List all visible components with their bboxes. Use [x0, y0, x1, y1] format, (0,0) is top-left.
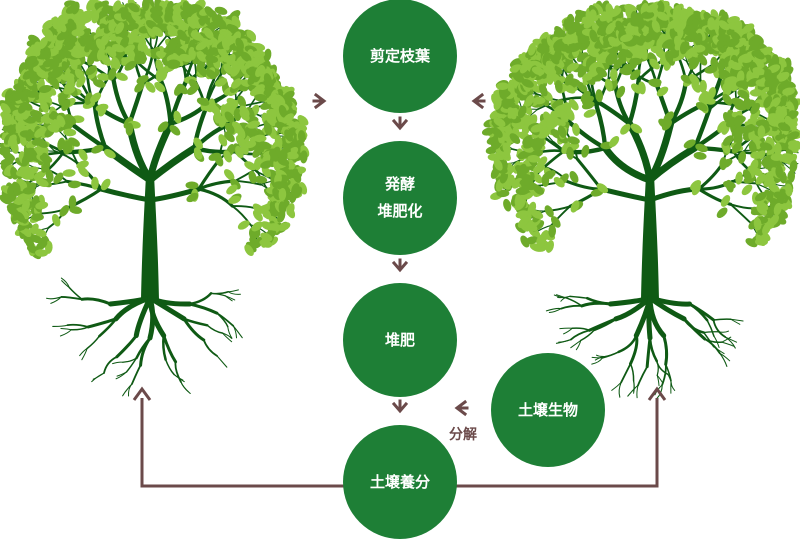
node-soil-nutrients-label: 土壌養分 — [370, 473, 430, 491]
node-fermentation-label-2: 堆肥化 — [377, 202, 422, 220]
left-return-line — [140, 398, 345, 488]
node-compost-label: 堆肥 — [385, 331, 415, 349]
arrow-down-icon — [391, 116, 409, 131]
left-tree-icon — [0, 0, 310, 397]
arrow-right-icon — [312, 92, 327, 110]
node-pruning-label: 剪定枝葉 — [370, 47, 431, 65]
node-compost: 堆肥 — [343, 283, 457, 397]
node-soil-organisms: 土壌生物 — [491, 353, 605, 467]
decomposition-label: 分解 — [449, 426, 477, 443]
node-pruning: 剪定枝葉 — [343, 0, 457, 113]
node-fermentation: 発酵 堆肥化 — [343, 141, 457, 255]
left-return-arrowhead — [132, 386, 152, 401]
trunk — [141, 175, 159, 300]
nutrient-return-lines — [132, 386, 667, 488]
right-return-line — [455, 398, 659, 488]
right-tree-icon — [481, 0, 800, 400]
right-return-arrowhead — [647, 386, 667, 401]
flow-arrows — [312, 92, 486, 417]
node-soil-nutrients: 土壌養分 — [343, 425, 457, 539]
trunk — [641, 175, 659, 300]
node-soil-organisms-label: 土壌生物 — [518, 401, 578, 419]
node-fermentation-label-1: 発酵 — [384, 175, 415, 193]
arrow-down-icon — [391, 258, 409, 273]
arrow-down-icon — [391, 399, 409, 414]
arrow-left-icon — [454, 399, 469, 417]
arrow-left-icon — [471, 92, 486, 110]
